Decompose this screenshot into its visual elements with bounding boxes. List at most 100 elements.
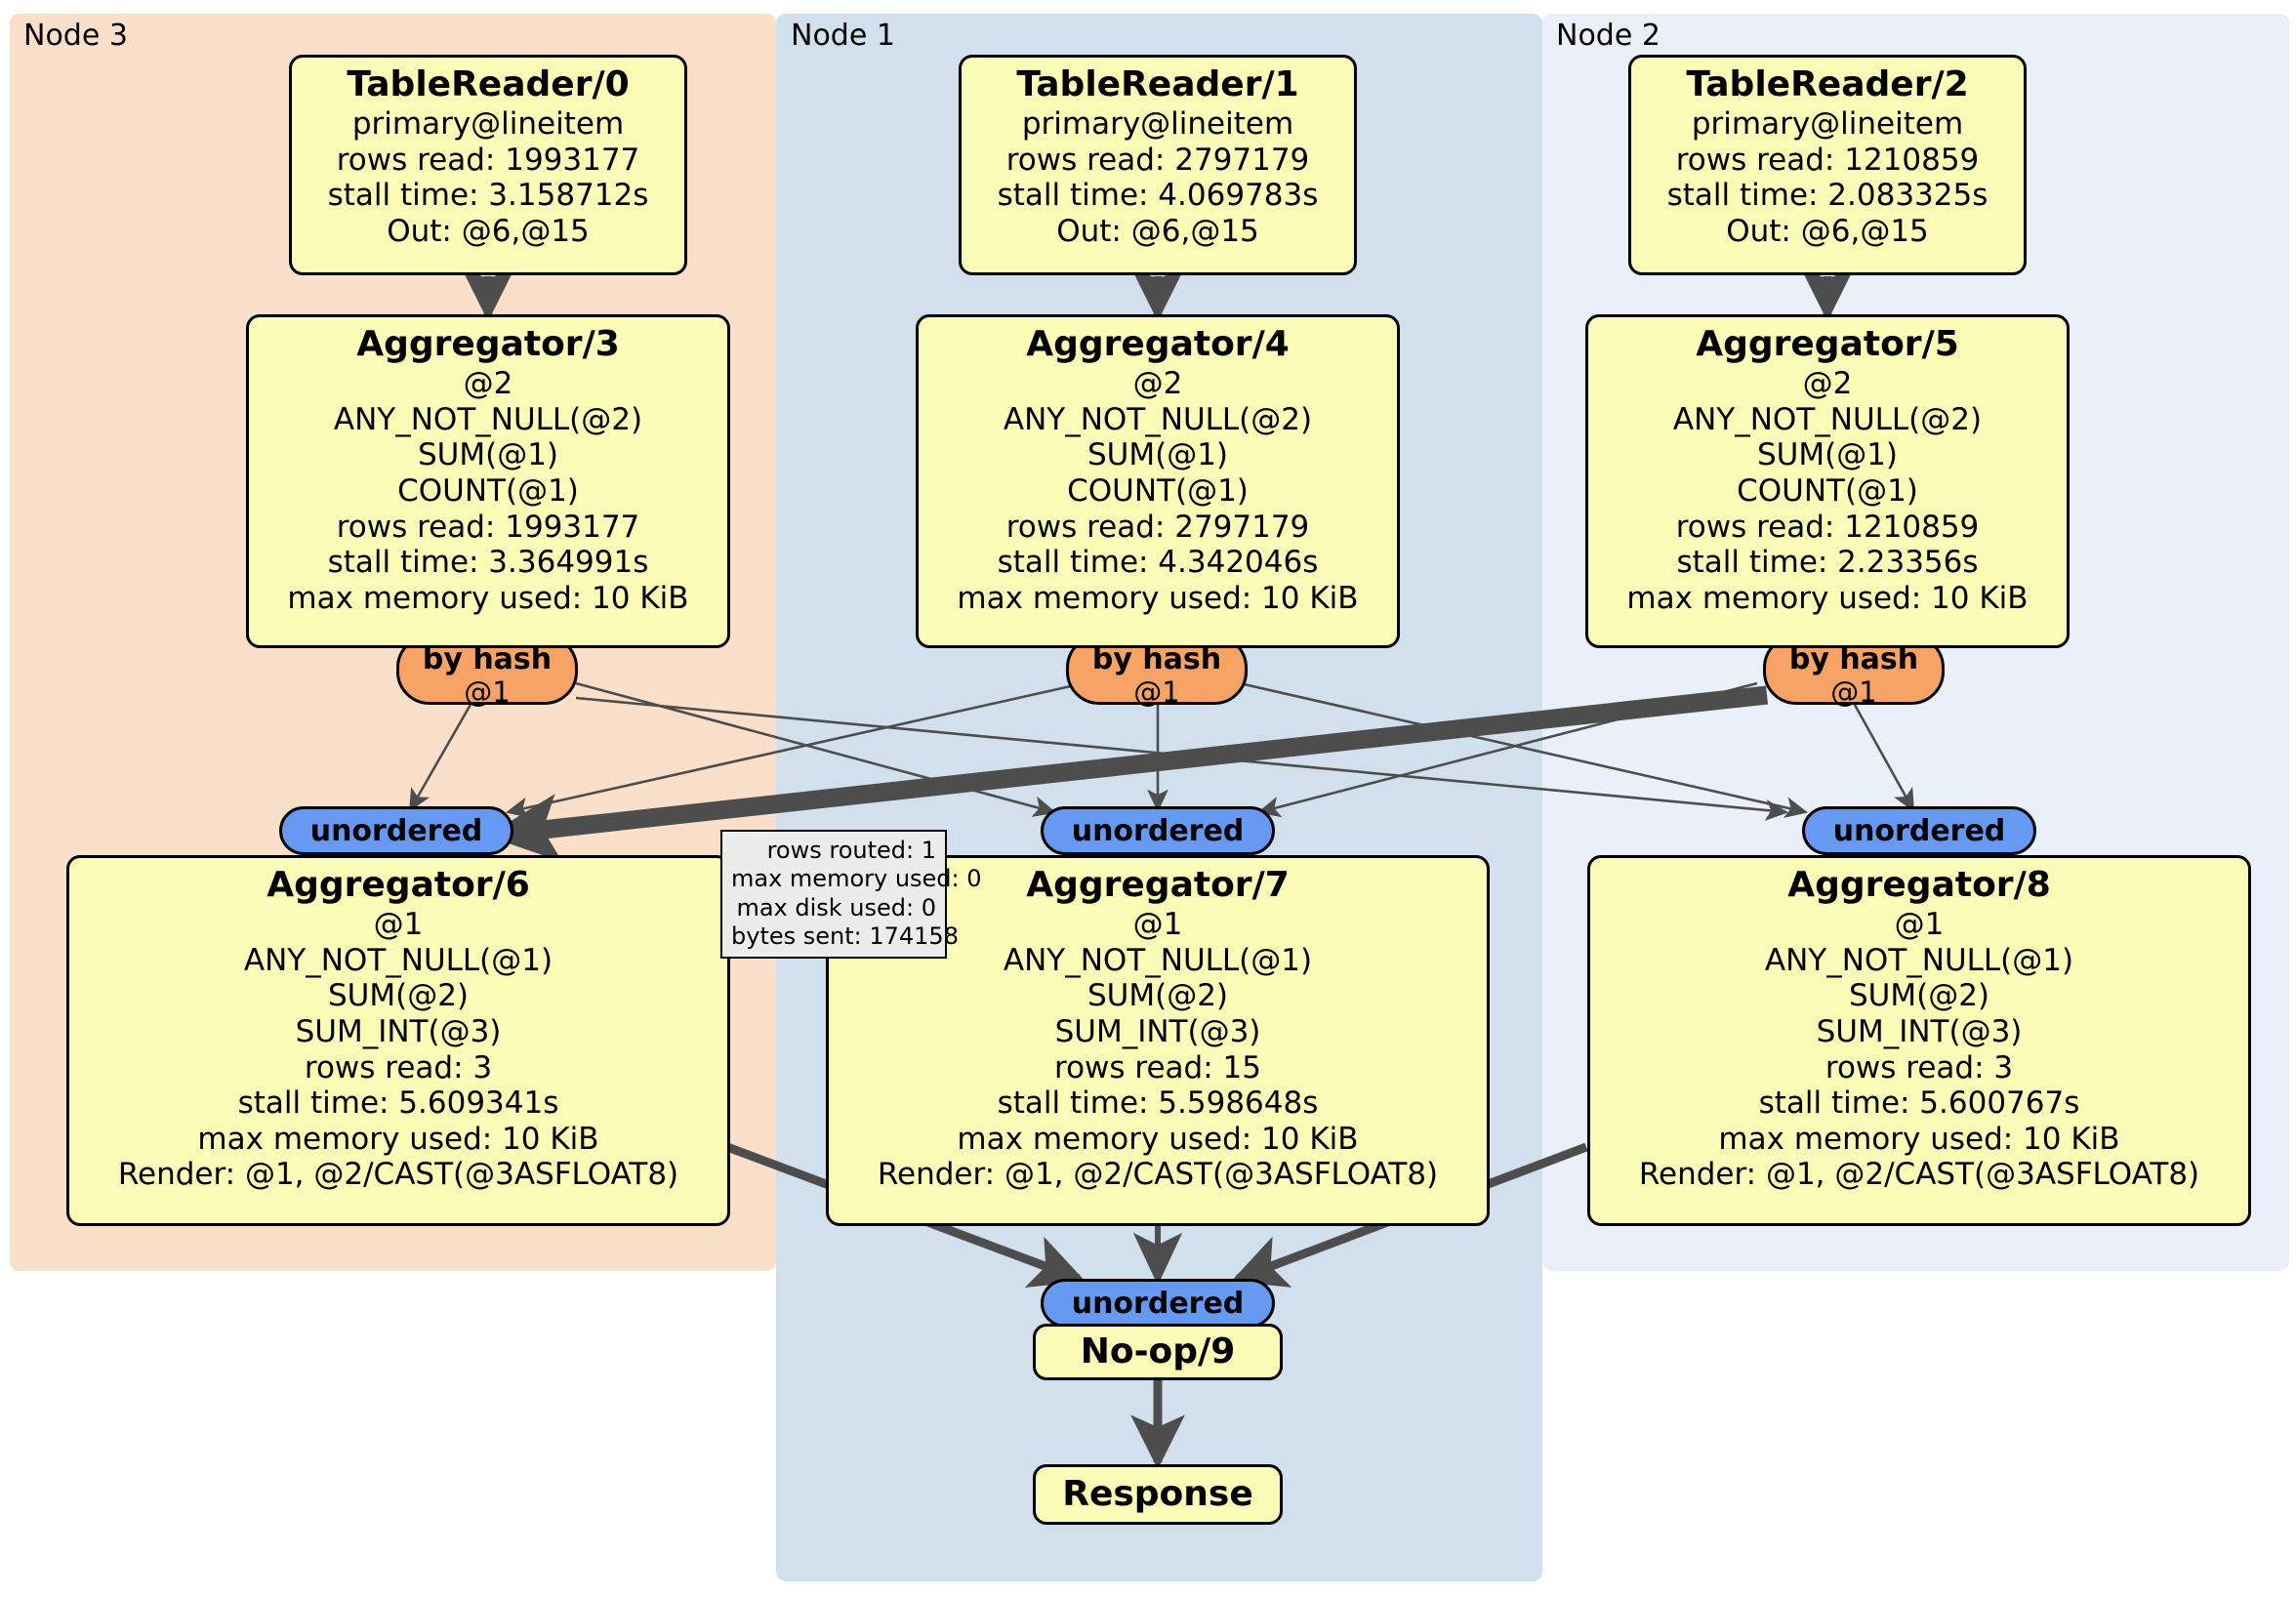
stat-line: max disk used: 0 bbox=[736, 893, 936, 921]
node-detail-line: max memory used: 10 KiB bbox=[957, 1121, 1359, 1157]
node-detail-line: ANY_NOT_NULL(@2) bbox=[1672, 401, 1983, 437]
node-detail-line: @1 bbox=[1132, 907, 1183, 943]
router-column: @1 bbox=[464, 675, 511, 709]
node-detail-line: rows read: 3 bbox=[304, 1049, 493, 1085]
node-detail-line: ANY_NOT_NULL(@2) bbox=[1003, 401, 1313, 437]
node-detail-line: stall time: 4.069783s bbox=[997, 178, 1319, 214]
processor-aggregator3[interactable]: Aggregator/3 @2 ANY_NOT_NULL(@2) SUM(@1)… bbox=[246, 314, 730, 648]
node-detail-line: stall time: 5.600767s bbox=[1758, 1085, 2080, 1122]
node-detail-line: stall time: 5.598648s bbox=[997, 1085, 1319, 1122]
node-detail-line: stall time: 5.609341s bbox=[237, 1085, 559, 1122]
node-detail-line: ANY_NOT_NULL(@1) bbox=[1764, 942, 2074, 978]
node-detail-line: rows read: 15 bbox=[1054, 1049, 1261, 1085]
router-title: by hash bbox=[1091, 642, 1222, 676]
router-title: by hash bbox=[422, 642, 553, 676]
node-detail-line: Render: @1, @2/CAST(@3ASFLOAT8) bbox=[117, 1157, 679, 1193]
node-detail-line: max memory used: 10 KiB bbox=[287, 580, 689, 616]
node-detail-line: SUM(@2) bbox=[1086, 978, 1229, 1014]
node-title: Aggregator/8 bbox=[1787, 865, 2051, 905]
node-detail-line: rows read: 3 bbox=[1824, 1049, 2014, 1085]
processor-aggregator8[interactable]: Aggregator/8 @1 ANY_NOT_NULL(@1) SUM(@2)… bbox=[1587, 855, 2251, 1226]
node-detail-line: Render: @1, @2/CAST(@3ASFLOAT8) bbox=[1638, 1157, 2200, 1193]
node-detail-line: primary@lineitem bbox=[1021, 106, 1294, 143]
stream-label: unordered bbox=[1071, 1286, 1245, 1321]
node-detail-line: @1 bbox=[1894, 907, 1945, 943]
node-title: TableReader/2 bbox=[1686, 64, 1969, 104]
stream-unordered-final[interactable]: unordered bbox=[1041, 1279, 1275, 1328]
node-detail-line: COUNT(@1) bbox=[1737, 472, 1918, 509]
node-detail-line: SUM(@1) bbox=[1086, 437, 1229, 473]
node-detail-line: rows read: 1210859 bbox=[1675, 142, 1980, 178]
router-title: by hash bbox=[1788, 642, 1919, 676]
node-detail-line: ANY_NOT_NULL(@2) bbox=[333, 401, 643, 437]
node-detail-line: max memory used: 10 KiB bbox=[1718, 1121, 2120, 1157]
processor-noop9[interactable]: No-op/9 bbox=[1033, 1324, 1283, 1380]
node-detail-line: COUNT(@1) bbox=[397, 472, 579, 509]
stream-label: unordered bbox=[1832, 813, 2006, 848]
node-detail-line: stall time: 4.342046s bbox=[997, 545, 1319, 581]
node-detail-line: Out: @6,@15 bbox=[1726, 213, 1929, 249]
node-title: TableReader/1 bbox=[1016, 64, 1299, 104]
stat-line: rows routed: 1 bbox=[766, 837, 936, 864]
node-title: Aggregator/6 bbox=[266, 865, 530, 905]
node-detail-line: @1 bbox=[373, 907, 424, 943]
node-title: Aggregator/7 bbox=[1026, 865, 1290, 905]
cluster-label-node2: Node 2 bbox=[1556, 19, 1660, 53]
processor-tablereader0[interactable]: TableReader/0 primary@lineitem rows read… bbox=[289, 55, 687, 275]
node-title: Aggregator/3 bbox=[356, 324, 620, 364]
node-detail-line: rows read: 1210859 bbox=[1675, 509, 1980, 545]
node-detail-line: Out: @6,@15 bbox=[1056, 213, 1259, 249]
stream-label: unordered bbox=[1071, 813, 1245, 848]
stream-unordered-center[interactable]: unordered bbox=[1041, 806, 1275, 855]
router-column: @1 bbox=[1133, 675, 1180, 709]
node-detail-line: rows read: 1993177 bbox=[336, 509, 640, 545]
node-detail-line: rows read: 2797179 bbox=[1005, 509, 1310, 545]
processor-response[interactable]: Response bbox=[1033, 1464, 1283, 1525]
node-detail-line: stall time: 2.23356s bbox=[1676, 545, 1979, 581]
node-detail-line: primary@lineitem bbox=[351, 106, 625, 143]
processor-aggregator6[interactable]: Aggregator/6 @1 ANY_NOT_NULL(@1) SUM(@2)… bbox=[66, 855, 730, 1226]
node-detail-line: max memory used: 10 KiB bbox=[197, 1121, 599, 1157]
processor-aggregator5[interactable]: Aggregator/5 @2 ANY_NOT_NULL(@2) SUM(@1)… bbox=[1585, 314, 2070, 648]
node-detail-line: SUM(@1) bbox=[1756, 437, 1899, 473]
node-detail-line: SUM(@2) bbox=[327, 978, 470, 1014]
stat-line: max memory used: 0 bbox=[731, 865, 982, 893]
node-title: Aggregator/4 bbox=[1026, 324, 1290, 364]
node-detail-line: stall time: 3.158712s bbox=[327, 178, 649, 214]
node-detail-line: primary@lineitem bbox=[1691, 106, 1964, 143]
node-detail-line: max memory used: 10 KiB bbox=[1626, 580, 2029, 616]
node-detail-line: Out: @6,@15 bbox=[387, 213, 590, 249]
node-detail-line: SUM_INT(@3) bbox=[295, 1013, 502, 1049]
node-detail-line: rows read: 1993177 bbox=[336, 142, 640, 178]
processor-aggregator4[interactable]: Aggregator/4 @2 ANY_NOT_NULL(@2) SUM(@1)… bbox=[916, 314, 1400, 648]
node-detail-line: Render: @1, @2/CAST(@3ASFLOAT8) bbox=[877, 1157, 1439, 1193]
node-title: Response bbox=[1062, 1473, 1253, 1514]
processor-tablereader1[interactable]: TableReader/1 primary@lineitem rows read… bbox=[959, 55, 1357, 275]
stat-line: bytes sent: 174158 bbox=[731, 921, 959, 950]
cluster-label-node1: Node 1 bbox=[791, 19, 895, 53]
stream-label: unordered bbox=[309, 813, 483, 848]
node-detail-line: SUM(@2) bbox=[1848, 978, 1990, 1014]
node-title: TableReader/0 bbox=[347, 64, 630, 104]
node-detail-line: COUNT(@1) bbox=[1067, 472, 1249, 509]
router-column: @1 bbox=[1830, 675, 1877, 709]
node-detail-line: @2 bbox=[1132, 366, 1183, 402]
node-detail-line: ANY_NOT_NULL(@1) bbox=[243, 942, 554, 978]
stream-unordered-right[interactable]: unordered bbox=[1802, 806, 2036, 855]
node-detail-line: SUM_INT(@3) bbox=[1054, 1013, 1261, 1049]
node-detail-line: @2 bbox=[1802, 366, 1853, 402]
processor-tablereader2[interactable]: TableReader/2 primary@lineitem rows read… bbox=[1628, 55, 2027, 275]
stream-unordered-left[interactable]: unordered bbox=[279, 806, 513, 855]
node-detail-line: SUM(@1) bbox=[417, 437, 559, 473]
node-title: Aggregator/5 bbox=[1696, 324, 1959, 364]
node-detail-line: @2 bbox=[463, 366, 513, 402]
node-title: No-op/9 bbox=[1080, 1331, 1236, 1372]
router-stats-box: rows routed: 1 max memory used: 0 max di… bbox=[720, 830, 982, 960]
node-detail-line: max memory used: 10 KiB bbox=[957, 580, 1359, 616]
node-detail-line: stall time: 3.364991s bbox=[327, 545, 649, 581]
node-detail-line: rows read: 2797179 bbox=[1005, 142, 1310, 178]
cluster-label-node3: Node 3 bbox=[23, 19, 128, 53]
node-detail-line: stall time: 2.083325s bbox=[1666, 178, 1988, 214]
node-detail-line: SUM_INT(@3) bbox=[1816, 1013, 2023, 1049]
